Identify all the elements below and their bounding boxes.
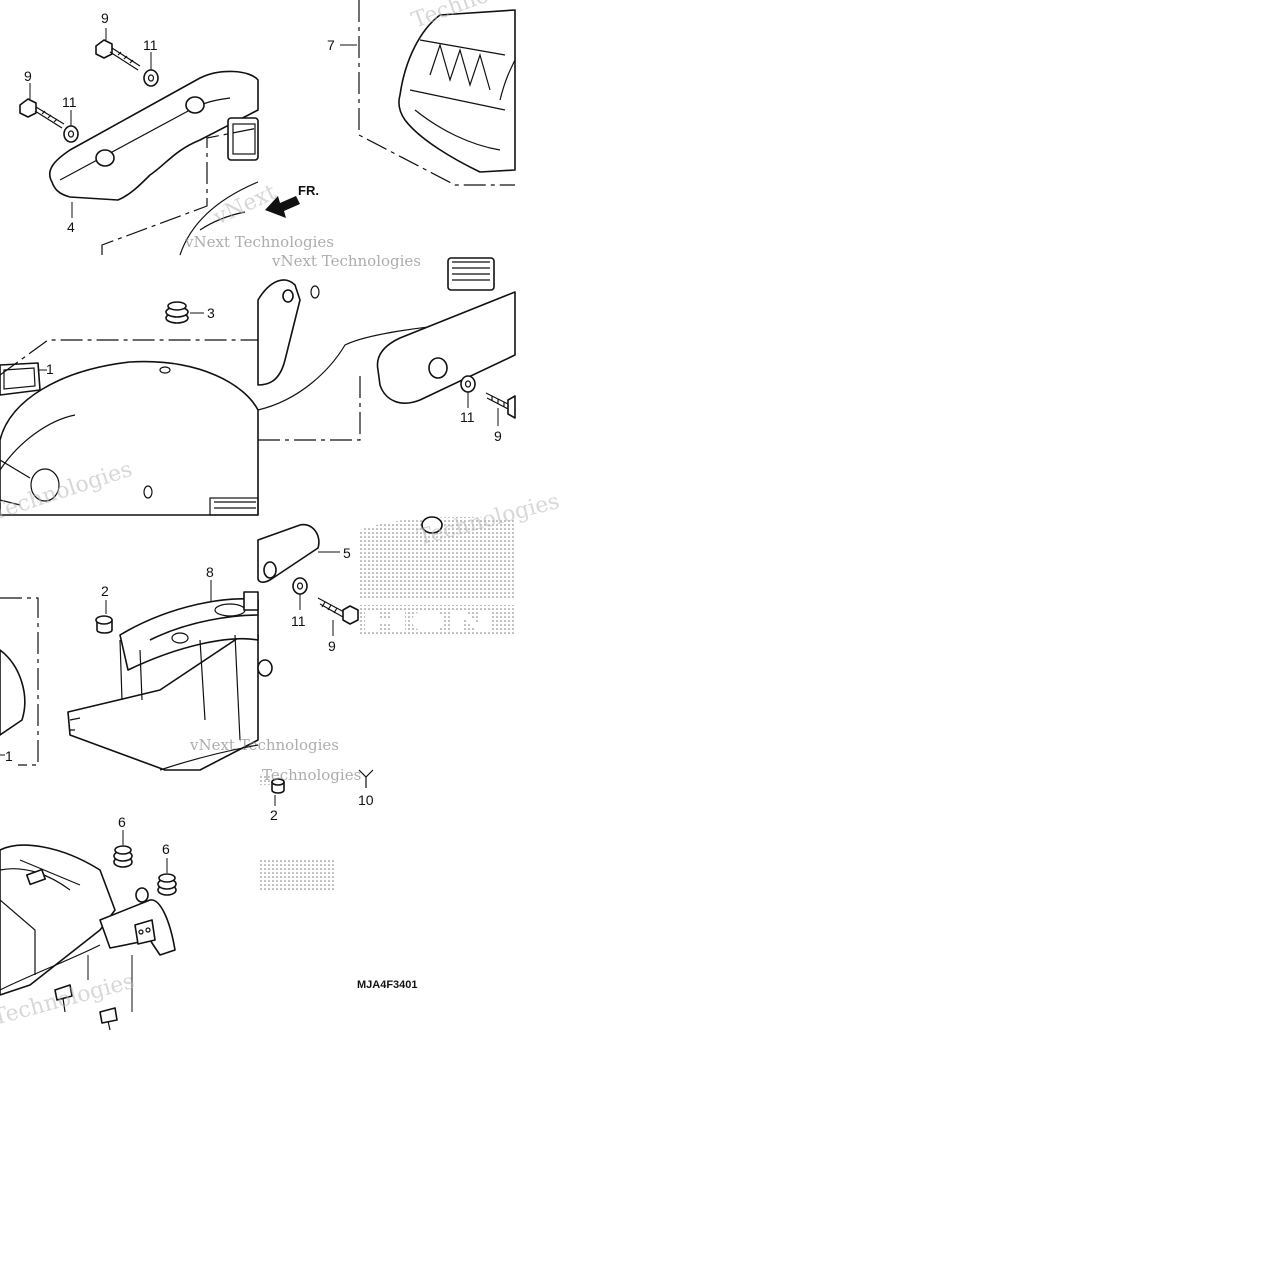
watermark: Technologies xyxy=(262,766,361,784)
tile-middle-right: vNext Technologies xyxy=(257,252,516,441)
tile-top-right: Technologies xyxy=(340,0,554,186)
bracket-part-4[interactable] xyxy=(48,70,259,201)
clip-part-10[interactable] xyxy=(358,769,374,788)
callout-8: 8 xyxy=(206,564,214,580)
grommet-part-6[interactable] xyxy=(113,845,133,868)
bracket-part-5[interactable] xyxy=(376,291,516,404)
bolt-part-9[interactable] xyxy=(95,39,141,71)
bracket-hole xyxy=(95,149,115,167)
screw xyxy=(99,1007,118,1031)
cover-part-7[interactable] xyxy=(398,9,516,173)
bolt-part-9[interactable] xyxy=(19,98,65,129)
tile-bottom-middle: Technologies xyxy=(258,766,374,890)
tile-middle-left: Technologies xyxy=(0,301,259,526)
callout-3: 3 xyxy=(207,305,215,321)
reflector xyxy=(227,117,259,161)
tile-top-left: FR. vNext Technologies vNext xyxy=(19,28,334,256)
fender-part-1[interactable] xyxy=(0,360,259,516)
bolt-part-9[interactable] xyxy=(317,597,359,625)
grommet-part-3[interactable] xyxy=(165,301,189,324)
callout-11: 11 xyxy=(291,613,306,629)
callout-2: 2 xyxy=(101,583,109,599)
washer-part-11[interactable] xyxy=(143,69,159,87)
tile-bottom-left: Technologies xyxy=(0,830,177,1031)
callout-4: 4 xyxy=(67,219,75,235)
callout-9: 9 xyxy=(101,10,109,26)
bracket-hole xyxy=(185,96,205,114)
bracket-hole xyxy=(428,357,448,379)
bolt-part-9[interactable] xyxy=(485,392,516,419)
bracket-hole xyxy=(263,561,277,579)
washer-part-11[interactable] xyxy=(292,577,308,595)
callout-labels: 9 11 9 11 4 7 3 1 11 9 5 2 8 11 9 1 10 2… xyxy=(5,10,502,857)
diagram-code: MJA4F3401 xyxy=(357,979,418,991)
callout-10: 10 xyxy=(358,792,374,808)
front-direction-arrow: FR. xyxy=(265,183,319,218)
screw xyxy=(54,984,73,1013)
callout-1: 1 xyxy=(5,748,13,764)
grommet-part-6[interactable] xyxy=(157,873,177,896)
reflector-part-1[interactable] xyxy=(0,362,41,396)
callout-6: 6 xyxy=(118,814,126,830)
watermark: vNext Technologies xyxy=(271,252,421,270)
honda-logo xyxy=(360,517,515,635)
tile-lower-left: vNext Technologies xyxy=(0,580,339,771)
watermark: vNext Technologies xyxy=(189,736,339,754)
callout-11: 11 xyxy=(143,37,158,53)
grommet-part-2[interactable] xyxy=(271,778,285,794)
direction-label: FR. xyxy=(298,183,319,198)
watermark: vNext Technologies xyxy=(184,233,334,251)
callout-6: 6 xyxy=(162,841,170,857)
callout-11: 11 xyxy=(62,94,77,110)
callout-11: 11 xyxy=(460,409,475,425)
callout-2: 2 xyxy=(270,807,278,823)
washer-part-11[interactable] xyxy=(460,375,476,393)
callout-5: 5 xyxy=(343,545,351,561)
grommet-part-2[interactable] xyxy=(95,615,113,634)
frame-part-8[interactable] xyxy=(67,591,273,771)
callout-7: 7 xyxy=(327,37,335,53)
washer-part-11[interactable] xyxy=(63,125,79,143)
callout-1: 1 xyxy=(46,361,54,377)
callout-9: 9 xyxy=(494,428,502,444)
rear-frame-part[interactable] xyxy=(0,844,176,996)
callout-9: 9 xyxy=(328,638,336,654)
callout-9: 9 xyxy=(24,68,32,84)
